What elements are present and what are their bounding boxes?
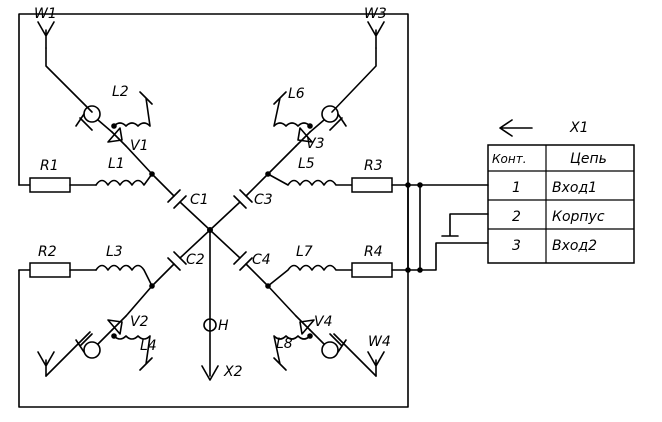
direction-arrow-icon <box>499 119 533 137</box>
label-w3: W3 <box>364 6 387 22</box>
label-v1: V1 <box>130 138 148 154</box>
label-r1: R1 <box>40 158 59 174</box>
antenna-w4-icon <box>367 351 385 377</box>
antenna-w2-icon <box>37 351 55 377</box>
connector-x1 <box>487 119 635 264</box>
label-h: H <box>218 318 229 334</box>
label-c4: C4 <box>252 252 271 268</box>
label-v3: V3 <box>306 136 324 152</box>
diode-v1-icon <box>107 127 127 147</box>
resistor-r3-icon <box>351 177 393 193</box>
ground-symbol-icon <box>441 213 489 237</box>
label-l8: L8 <box>276 336 293 352</box>
label-w1: W1 <box>34 6 57 22</box>
label-v4: V4 <box>314 314 332 330</box>
label-v2: V2 <box>130 314 149 330</box>
label-x2: X2 <box>223 364 243 380</box>
labels: W1 W3 W4 L2 L1 R1 V1 L6 V3 L5 R3 C1 C3 C… <box>34 6 607 380</box>
circuit-1: Вход1 <box>552 180 597 196</box>
circuit-2: Корпус <box>552 209 605 225</box>
inductor-l1-icon <box>95 173 153 186</box>
output-x2-icon <box>201 229 219 381</box>
branch-bottom-right <box>265 242 489 377</box>
branch-bottom-left <box>18 262 155 377</box>
label-c3: C3 <box>254 192 273 208</box>
ferrite-h-icon <box>203 318 217 332</box>
header-circuit: Цепь <box>570 151 607 167</box>
label-r3: R3 <box>364 158 383 174</box>
inductor-l4-icon <box>113 335 153 371</box>
pin-2: 2 <box>512 209 521 225</box>
lamp-w4-icon <box>321 341 339 359</box>
resistor-r1-icon <box>29 177 71 193</box>
connector-table-frame <box>487 144 635 264</box>
frame-wire <box>18 13 409 408</box>
pin-1: 1 <box>512 180 521 196</box>
diode-v2-icon <box>107 315 127 335</box>
diode-v4-icon <box>295 315 315 335</box>
diode-v3-icon <box>295 127 313 147</box>
inductor-l6-icon <box>273 91 311 127</box>
label-x1: X1 <box>569 120 589 136</box>
center-node <box>151 173 269 381</box>
inductor-l3-icon <box>95 264 153 287</box>
resistor-r4-icon <box>351 262 393 278</box>
resistor-r2-icon <box>29 262 71 278</box>
lamp-w2-icon <box>83 341 101 359</box>
label-l4: L4 <box>140 338 157 354</box>
label-w4: W4 <box>368 334 391 350</box>
branch-top-left <box>18 21 155 193</box>
label-c1: C1 <box>190 192 209 208</box>
header-pin: Конт. <box>492 152 527 166</box>
label-l5: L5 <box>298 156 315 172</box>
label-l1: L1 <box>108 156 125 172</box>
label-l2: L2 <box>112 84 129 100</box>
inductor-l8-icon <box>273 335 311 371</box>
antenna-w1-icon <box>37 21 55 49</box>
antenna-w3-icon <box>367 21 385 49</box>
circuit-3: Вход2 <box>552 238 597 254</box>
label-l7: L7 <box>296 244 313 260</box>
pin-3: 3 <box>512 238 521 254</box>
inductor-l5-icon <box>267 173 353 186</box>
inductor-l7-icon <box>267 264 353 287</box>
label-l6: L6 <box>288 86 305 102</box>
label-r2: R2 <box>38 244 57 260</box>
inductor-l2-icon <box>113 91 153 127</box>
label-l3: L3 <box>106 244 123 260</box>
label-r4: R4 <box>364 244 383 260</box>
label-c2: C2 <box>186 252 205 268</box>
